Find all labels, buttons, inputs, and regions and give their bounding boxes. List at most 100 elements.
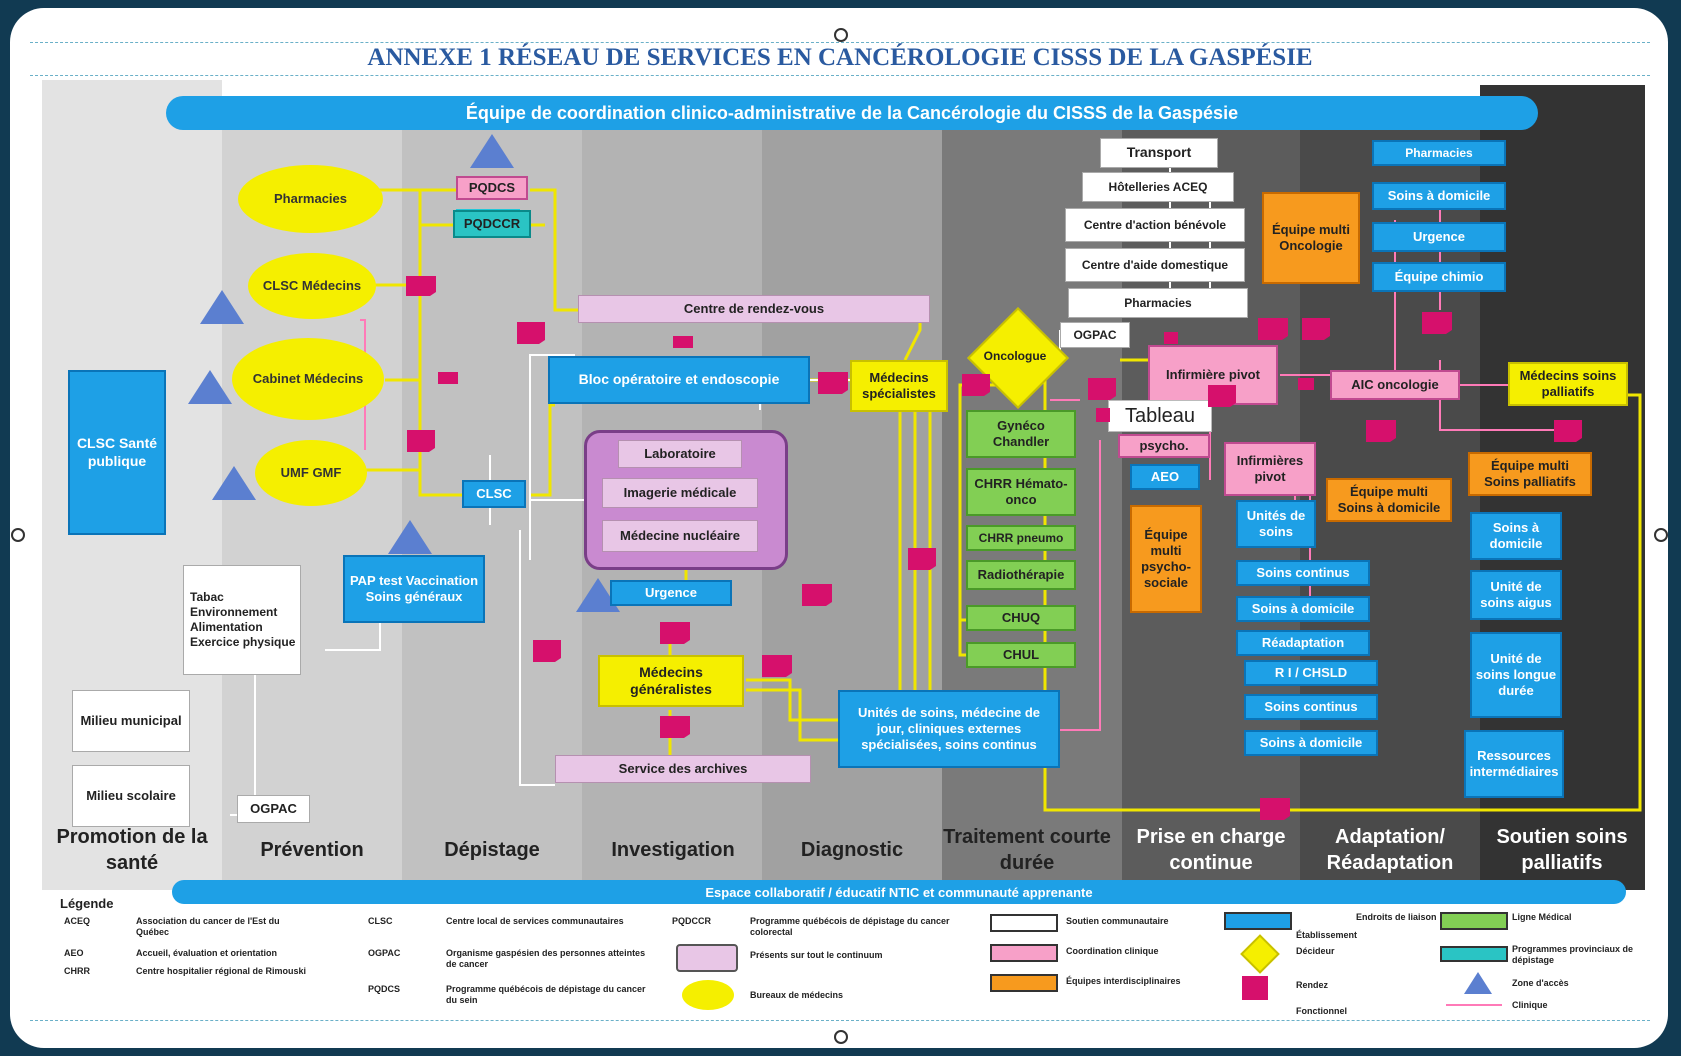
legend-yellow-desc: Bureaux de médecins bbox=[750, 990, 844, 1000]
page-title: ANNEXE 1 RÉSEAU DE SERVICES EN CANCÉROLO… bbox=[367, 44, 1313, 71]
umf-gmf-ellipse: UMF GMF bbox=[255, 440, 367, 506]
flag-marker bbox=[762, 655, 792, 677]
access-triangle-icon bbox=[470, 134, 514, 168]
legend-green-desc: Ligne Médical bbox=[1512, 912, 1572, 922]
legend-flag-label: Rendez bbox=[1296, 980, 1329, 990]
flag-marker bbox=[438, 372, 458, 384]
guide-bottom bbox=[30, 1020, 1650, 1021]
chrr-pneumo-box: CHRR pneumo bbox=[966, 525, 1076, 551]
access-triangle-icon bbox=[188, 370, 232, 404]
legend-code: CHRR bbox=[64, 966, 90, 976]
legend-teal-swatch bbox=[1440, 946, 1508, 962]
flag-marker bbox=[407, 430, 435, 452]
centre-rdv-box: Centre de rendez-vous bbox=[578, 295, 930, 323]
radiotherapie-box: Radiothérapie bbox=[966, 560, 1076, 590]
medecins-specialistes-box: Médecins spécialistes bbox=[850, 360, 948, 412]
legend-triangle-desc: Zone d'accès bbox=[1512, 978, 1569, 988]
legend-white-swatch bbox=[990, 914, 1058, 932]
phase-label-promotion: Promotion de la santé bbox=[56, 826, 208, 874]
legend-desc: Association du cancer de l'Est du Québec bbox=[136, 916, 280, 937]
pharmacies-right-box: Pharmacies bbox=[1068, 288, 1248, 318]
unite-aigus-box: Unité de soins aigus bbox=[1470, 570, 1562, 620]
legend-code: AEO bbox=[64, 948, 84, 958]
flag-marker bbox=[1422, 312, 1452, 334]
flag-marker bbox=[1302, 318, 1330, 340]
flag-marker bbox=[1096, 408, 1110, 422]
ogpac-bottom-box: OGPAC bbox=[237, 795, 310, 823]
legend-orange-desc: Équipes interdisciplinaires bbox=[1066, 976, 1181, 986]
resize-handle-bottom[interactable] bbox=[834, 1030, 848, 1044]
legend-diamond-icon bbox=[1240, 934, 1280, 974]
legend-green-swatch bbox=[1440, 912, 1508, 930]
legend-desc: Programme québécois de dépistage du canc… bbox=[750, 916, 950, 937]
soins-continus-2-box: Soins continus bbox=[1244, 694, 1378, 720]
flag-marker bbox=[1298, 378, 1314, 390]
legend-pink-desc: Coordination clinique bbox=[1066, 946, 1159, 956]
unites-de-soins-box: Unités de soins bbox=[1236, 500, 1316, 548]
oncologue-label: Oncologue bbox=[983, 348, 1047, 363]
coordination-banner: Équipe de coordination clinico-administr… bbox=[166, 96, 1538, 130]
resize-handle-top[interactable] bbox=[834, 28, 848, 42]
legend-orange-swatch bbox=[990, 974, 1058, 992]
bottom-banner: Espace collaboratif / éducatif NTIC et c… bbox=[172, 880, 1626, 904]
psycho-box: psycho. bbox=[1118, 434, 1210, 458]
ressources-box: Ressources intermédiaires bbox=[1464, 730, 1564, 798]
access-triangle-icon bbox=[200, 290, 244, 324]
pharmacies-ellipse: Pharmacies bbox=[238, 165, 383, 233]
imagerie-box: Imagerie médicale bbox=[602, 478, 758, 508]
flag-marker bbox=[533, 640, 561, 662]
flag-marker bbox=[660, 716, 690, 738]
markers bbox=[406, 276, 1582, 820]
chrr-hemato-box: CHRR Hémato-onco bbox=[966, 468, 1076, 516]
soins-domicile-top-box: Soins à domicile bbox=[1372, 182, 1506, 210]
flag-marker bbox=[1366, 420, 1396, 442]
unite-longue-box: Unité de soins longue durée bbox=[1470, 632, 1562, 718]
phase-bg-depistage bbox=[402, 130, 582, 890]
legend-code: PQDCCR bbox=[672, 916, 712, 926]
clsc-medecins-ellipse: CLSC Médecins bbox=[248, 253, 376, 319]
medecine-nucleaire-box: Médecine nucléaire bbox=[602, 520, 758, 552]
access-triangle-icon bbox=[388, 520, 432, 554]
legend-desc: Organisme gaspésien des personnes attein… bbox=[446, 948, 646, 969]
equipe-chimio-box: Équipe chimio bbox=[1372, 262, 1506, 292]
unites-soins-box: Unités de soins, médecine de jour, clini… bbox=[838, 690, 1060, 768]
legend-desc: Centre local de services communautaires bbox=[446, 916, 624, 926]
flag-marker bbox=[517, 322, 545, 344]
tabac-box: Tabac Environnement Alimentation Exercic… bbox=[183, 565, 301, 675]
diagram-frame: ANNEXE 1 RÉSEAU DE SERVICES EN CANCÉROLO… bbox=[10, 8, 1668, 1048]
service-archives-box: Service des archives bbox=[555, 755, 811, 783]
guide-top bbox=[30, 42, 1650, 43]
flag-marker bbox=[1208, 385, 1236, 407]
pqdcs-box: PQDCS bbox=[456, 176, 528, 200]
soins-continus-1-box: Soins continus bbox=[1236, 560, 1370, 586]
flag-marker bbox=[908, 548, 936, 570]
resize-handle-right[interactable] bbox=[1654, 528, 1668, 542]
legend-code: OGPAC bbox=[368, 948, 401, 958]
flag-marker bbox=[802, 584, 832, 606]
legend-cube-desc: Fonctionnel bbox=[1296, 1006, 1347, 1016]
flag-marker bbox=[818, 372, 848, 394]
phase-label-readaptation: Adaptation/ Réadaptation bbox=[1326, 826, 1454, 874]
soins-domicile-1-box: Soins à domicile bbox=[1236, 596, 1370, 622]
resize-handle-left[interactable] bbox=[11, 528, 25, 542]
legend-white-desc: Soutien communautaire bbox=[1066, 916, 1169, 926]
phase-label-diagnostic: Diagnostic bbox=[800, 839, 904, 861]
legend-lilac-desc: Présents sur tout le continuum bbox=[750, 950, 883, 960]
flag-marker bbox=[1164, 332, 1178, 344]
aic-oncologie-box: AIC oncologie bbox=[1330, 370, 1460, 400]
infirmieres-pivot-box: Infirmières pivot bbox=[1224, 442, 1316, 496]
phase-label-palliatifs: Soutien soins palliatifs bbox=[1496, 826, 1628, 874]
cabinet-medecins-ellipse: Cabinet Médecins bbox=[232, 338, 384, 420]
flag-marker bbox=[1088, 378, 1116, 400]
equipe-domicile-box: Équipe multi Soins à domicile bbox=[1326, 478, 1452, 522]
ogpac-top-box: OGPAC bbox=[1060, 322, 1130, 348]
medecins-palliatifs-box: Médecins soins palliatifs bbox=[1508, 362, 1628, 406]
soins-domicile-2-box: Soins à domicile bbox=[1244, 730, 1378, 756]
legend: Légende ACEQ Association du cancer de l'… bbox=[56, 896, 1656, 1018]
access-triangle-icon bbox=[212, 466, 256, 500]
legend-diamond-desc: Décideur bbox=[1296, 946, 1335, 956]
legend-line-icon bbox=[1446, 1004, 1502, 1006]
milieu-municipal-box: Milieu municipal bbox=[72, 690, 190, 752]
flag-marker bbox=[1554, 420, 1582, 442]
phase-label-investigation: Investigation bbox=[611, 839, 735, 861]
